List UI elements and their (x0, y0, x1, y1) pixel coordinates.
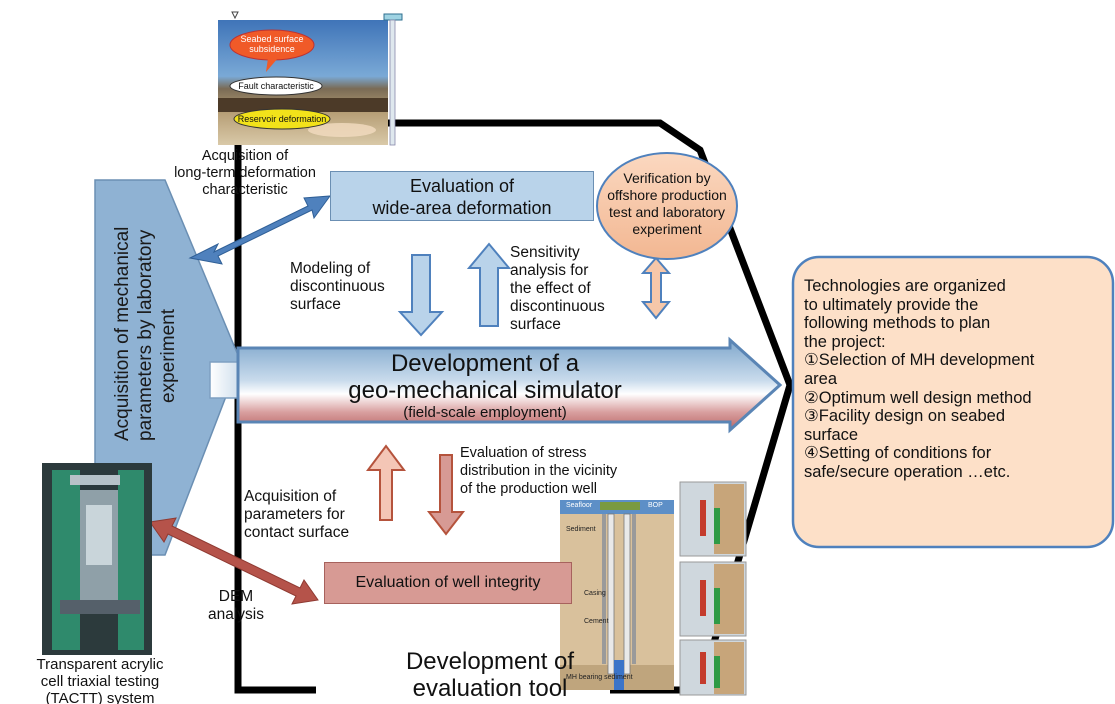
stress-line: Evaluation of stress (460, 445, 587, 461)
sensitivity-label: Sensitivity analysis for the effect of d… (510, 244, 640, 334)
simulator-line: (field-scale employment) (403, 404, 567, 421)
contact-label: Acquisition of parameters for contact su… (244, 488, 374, 542)
acq-mechanical-label: Acquisition of mechanical parameters by … (111, 226, 191, 441)
contact-line: parameters for (244, 506, 345, 523)
well-mh-sediment-label: MH bearing sediment (566, 674, 633, 681)
verification-double-arrow (640, 256, 672, 320)
stress-line: distribution in the vicinity (460, 463, 618, 479)
summary-line: the project: (804, 332, 886, 351)
dem-label: DEM analysis (196, 588, 276, 624)
summary-item: area (804, 369, 838, 388)
dem-line: analysis (208, 606, 264, 623)
summary-text: Technologies are organized to ultimately… (804, 277, 1109, 482)
acq-longterm-line: long-term deformation (174, 165, 316, 181)
modeling-down-arrow (397, 254, 445, 337)
simulator-line: geo-mechanical simulator (348, 377, 622, 404)
acq-longterm-line: characteristic (202, 182, 288, 198)
dem-line: DEM (218, 588, 254, 605)
verification-ellipse (596, 152, 738, 260)
tactt-line: Transparent acrylic (36, 656, 164, 673)
sensitivity-line: the effect of (510, 280, 591, 297)
verification-line: offshore production (607, 187, 727, 203)
callout-subsidence-line: Seabed surface (240, 34, 304, 44)
tactt-line: cell triaxial testing (40, 673, 160, 690)
well-integrity-box: Evaluation of well integrity (324, 562, 572, 604)
acq-mechanical-line: Acquisition of mechanical (112, 226, 133, 441)
tactt-line: (TACTT) system (45, 690, 155, 704)
dem-double-arrow (149, 517, 319, 605)
well-bop-label: BOP (648, 502, 663, 509)
evaluation-tool-line: Development of (405, 648, 575, 675)
sensitivity-line: analysis for (510, 262, 589, 279)
summary-line: to ultimately provide the (804, 295, 979, 314)
summary-item: ③Facility design on seabed (804, 407, 1005, 426)
callout-subsidence-line: subsidence (249, 44, 295, 54)
verification-line: Verification by (623, 170, 711, 186)
summary-item: ①Selection of MH development (804, 351, 1035, 370)
summary-item: surface (804, 425, 859, 444)
well-seafloor-label: Seafloor (566, 502, 593, 509)
stress-down-arrow (426, 454, 466, 536)
callout-subsidence: Seabed surface subsidence (232, 34, 312, 54)
modeling-line: Modeling of (290, 260, 371, 277)
well-sediment-label: Sediment (566, 526, 596, 533)
tactt-caption: Transparent acrylic cell triaxial testin… (0, 656, 200, 704)
callout-reservoir: Reservoir deformation (237, 114, 327, 124)
sensitivity-line: Sensitivity (510, 244, 580, 261)
wide-area-line: wide-area deformation (372, 198, 552, 218)
stress-line: of the production well (460, 481, 598, 497)
evaluation-tool-title: Development of evaluation tool (355, 648, 625, 702)
verification-line: experiment (632, 221, 702, 237)
evaluation-tool-line: evaluation tool (412, 675, 568, 702)
summary-item: ④Setting of conditions for (804, 444, 992, 463)
wide-area-box: Evaluation of wide-area deformation (330, 171, 594, 221)
callout-fault: Fault characteristic (238, 81, 314, 91)
simulator-arrow (236, 336, 783, 434)
sensitivity-line: surface (510, 316, 561, 333)
sensitivity-up-arrow (466, 242, 512, 327)
modeling-line: surface (290, 296, 341, 313)
cycle-frame-line (234, 130, 316, 694)
simulator-line: Development of a (390, 350, 580, 377)
summary-line: Technologies are organized (804, 277, 1006, 295)
verification-label: Verification by offshore production test… (597, 170, 737, 238)
acq-longterm-line: Acquisition of (201, 148, 289, 164)
contact-line: Acquisition of (244, 488, 337, 505)
well-casing-label: Casing (584, 590, 606, 597)
tactt-photo (42, 463, 152, 655)
summary-item: safe/secure operation …etc. (804, 462, 1011, 481)
seabed-illustration (218, 11, 403, 146)
simulator-label: Development of a geo-mechanical simulato… (250, 350, 720, 421)
verification-line: test and laboratory (609, 204, 725, 220)
acq-longterm-label: Acquisition of long-term deformation cha… (160, 148, 330, 199)
sensitivity-line: discontinuous (510, 298, 605, 315)
well-cement-label: Cement (584, 618, 609, 625)
modeling-line: discontinuous (290, 278, 385, 295)
well-cross-section (560, 500, 674, 690)
acq-mechanical-line: experiment (158, 309, 179, 403)
acq-mechanical-line: parameters by laboratory (135, 229, 156, 441)
longterm-double-arrow (188, 195, 332, 265)
summary-item: ②Optimum well design method (804, 388, 1032, 407)
contact-up-arrow (366, 444, 406, 521)
contact-panels (679, 481, 747, 696)
contact-line: contact surface (244, 524, 350, 541)
summary-box (791, 255, 1115, 549)
modeling-label: Modeling of discontinuous surface (290, 260, 400, 314)
stress-label: Evaluation of stress distribution in the… (460, 444, 660, 498)
wide-area-line: Evaluation of (409, 176, 515, 196)
summary-line: following methods to plan (804, 314, 991, 333)
